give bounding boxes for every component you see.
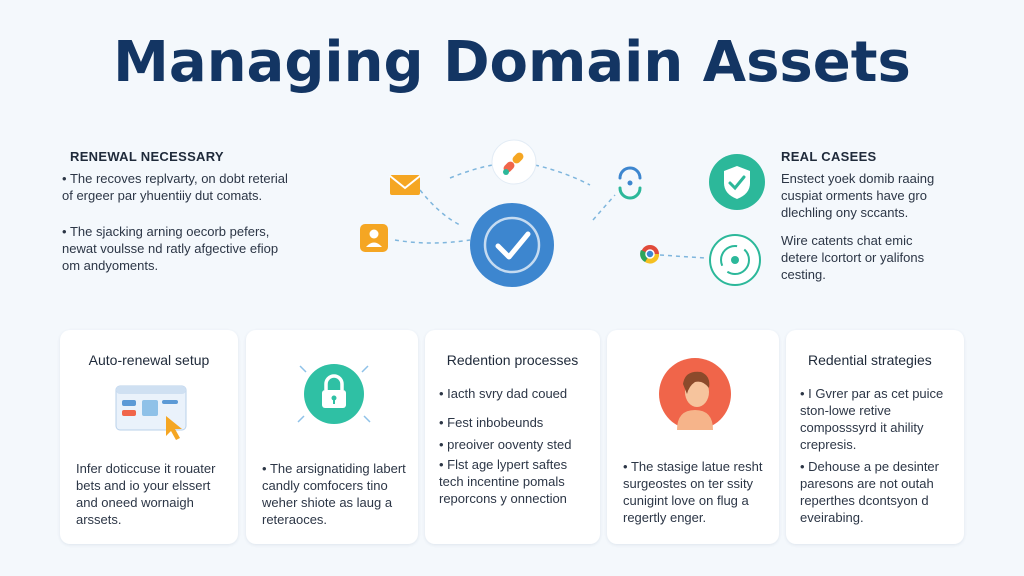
- real-cases-heading: REAL CASEES: [781, 149, 877, 164]
- card-item-2: • Fest inbobeunds: [439, 415, 544, 430]
- card-person-case: • The stasige latue resht surgeostes on …: [607, 330, 779, 544]
- shield-check-icon: [709, 154, 765, 210]
- card-security-lock: • The arsignatiding labert candly comfoc…: [246, 330, 418, 544]
- padlock-icon: [297, 364, 371, 424]
- real-cases-text-2: Wire catents chat emic detere lcortort o…: [781, 233, 925, 282]
- card-item-2: • Dehouse a pe desinter paresons are not…: [800, 459, 939, 525]
- browser-cursor-icon: [115, 385, 187, 440]
- card-text: • The stasige latue resht surgeostes on …: [623, 459, 763, 525]
- card-item-1: • I Gvrer par as cet puice ston-lowe ret…: [800, 386, 944, 452]
- card-auto-renewal: Auto-renewal setup Infer doticcuse it ro…: [60, 330, 238, 544]
- card-item-3: • preoiver ooventy sted: [439, 437, 572, 452]
- person-avatar-icon: [659, 358, 731, 430]
- card-title: Auto-renewal setup: [88, 352, 210, 368]
- renewal-bullet-2: • The sjacking arning oecorb pefers, new…: [62, 224, 279, 273]
- hub-connector-lines: [394, 164, 706, 259]
- card-item-4: • Flst age lypert saftes tech incentine …: [439, 457, 568, 506]
- envelope-icon: [389, 175, 421, 195]
- central-check-icon: [470, 203, 554, 287]
- target-ring-icon: [709, 234, 761, 286]
- browser-logo-icon: [640, 245, 660, 264]
- real-cases-text-1: Enstect yoek domib raaing cuspiat orment…: [781, 171, 935, 220]
- domain-hub-diagram: [360, 139, 765, 287]
- card-credential-strategies: Redential strategies • I Gvrer par as ce…: [786, 330, 964, 544]
- card-title: Redention processes: [446, 352, 579, 368]
- sync-arrows-icon: [618, 166, 642, 200]
- card-item-1: • Iacth svry dad coued: [439, 386, 568, 401]
- card-title: Redential strategies: [808, 352, 932, 368]
- page-title: Managing Domain Assets: [113, 30, 911, 95]
- card-text: Infer doticcuse it rouater bets and io y…: [76, 461, 216, 527]
- renewal-heading: RENEWAL NECESSARY: [70, 149, 224, 164]
- user-card-icon: [360, 224, 388, 252]
- card-redemption-processes: Redention processes • Iacth svry dad cou…: [425, 330, 600, 544]
- card-text: • The arsignatiding labert candly comfoc…: [262, 461, 406, 527]
- renewal-bullet-1: • The recoves replvarty, on dobt reteria…: [62, 171, 288, 203]
- link-chain-icon: [491, 139, 537, 185]
